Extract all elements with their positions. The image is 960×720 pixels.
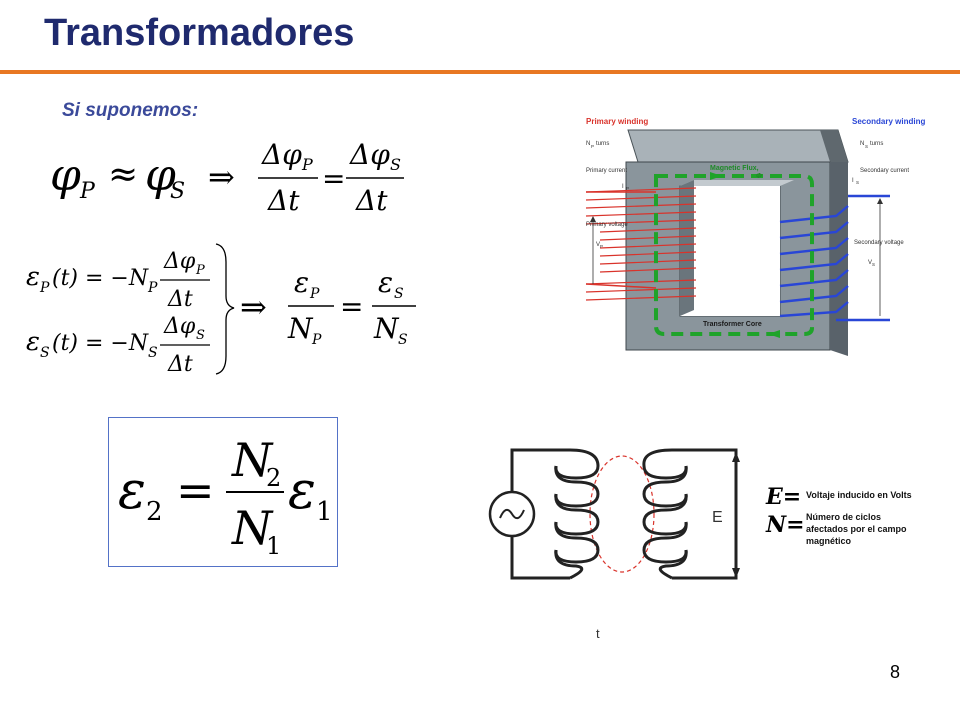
lbl-np-suffix: turns — [596, 141, 609, 147]
page-number: 8 — [889, 662, 900, 682]
eq1-phi-p: φ — [50, 150, 81, 201]
eq2-l1-num-sub: P — [195, 263, 205, 278]
eq2-r-den2: N — [373, 312, 400, 345]
lbl-phi: Φ — [756, 173, 762, 180]
eq1-implies: ⇒ — [208, 158, 235, 196]
slide-title: Transformadores — [44, 12, 355, 54]
lbl-is: I — [852, 178, 854, 184]
eq2-l2-sub: S — [40, 345, 50, 361]
eq2-r-num2: ε — [378, 266, 393, 299]
eq2-l2-num: Δφ — [163, 314, 196, 339]
eq1-sub-p: P — [79, 179, 96, 204]
eq2-implies: ⇒ — [240, 288, 267, 326]
eq2-r-num1-sub: P — [309, 286, 320, 302]
eq2-l2-eps: ε — [26, 327, 40, 357]
lbl-ip-sub: P — [626, 186, 629, 191]
eq1-frac2-den: Δt — [355, 184, 388, 217]
eq2-brace — [215, 243, 235, 375]
coil-schematic: E t E= Voltaje inducido en Volts N= Núme… — [488, 448, 912, 641]
lbl-is-sub: S — [856, 180, 859, 185]
eq2-l2-arg: (t) = −N — [52, 331, 149, 356]
eq2-l1-eps: ε — [26, 262, 40, 292]
magnetic-flux-path — [654, 174, 814, 336]
def-n-text-2: afectados por el campo — [806, 524, 907, 534]
lbl-ns-sub: S — [865, 144, 868, 149]
eq2-l2-nsub: S — [148, 345, 158, 361]
eq1-equals: = — [322, 162, 345, 195]
eq2-l1-sub: P — [39, 280, 50, 296]
lbl-vp-sub: P — [600, 244, 603, 249]
eq3-eps1-sub: 1 — [316, 497, 333, 527]
lbl-ip: I — [622, 184, 624, 190]
result-equation-box — [108, 417, 338, 567]
lbl-ns: N — [860, 141, 864, 147]
eq1-phi-s: φ — [145, 150, 176, 201]
secondary-winding-coils — [779, 194, 890, 322]
lbl-secondary-voltage: Secondary voltage — [854, 240, 904, 246]
svg-text:Δφ: Δφ — [261, 138, 302, 171]
lbl-ns-suffix: turns — [870, 141, 883, 147]
lbl-vp: V — [596, 242, 600, 248]
eq2-r-num1: ε — [294, 266, 309, 299]
lbl-vs: V — [868, 260, 872, 266]
lbl-transformer-core: Transformer Core — [703, 321, 762, 328]
equation-voltage-ratio: ε 2 = N 2 N 1 ε 1 — [118, 433, 333, 560]
equation-flux-equality: φ P ≈ φ S ⇒ Δφ P Δt = Δφ S Δt — [50, 138, 404, 217]
eq2-l1-arg: (t) = −N — [52, 266, 149, 291]
lbl-primary-voltage: Primary voltage — [586, 222, 628, 228]
def-n-text-1: Número de ciclos — [806, 512, 881, 522]
eq2-l2-num-sub: S — [196, 328, 205, 343]
lbl-primary-current: Primary current — [586, 168, 627, 174]
coil-e-label: E — [712, 509, 723, 526]
def-n-symbol: N= — [765, 512, 805, 538]
eq2-l1-den: Δt — [167, 287, 193, 312]
title-underline — [0, 70, 960, 74]
lbl-magnetic-flux: Magnetic Flux, — [710, 165, 759, 172]
primary-winding-coils — [585, 187, 697, 301]
eq2-r-den1-sub: P — [311, 332, 322, 348]
eq3-num: N — [231, 433, 274, 487]
eq1-frac2-num-sub: S — [390, 155, 401, 174]
coil-t-label: t — [596, 626, 600, 641]
eq2-r-num2-sub: S — [394, 286, 404, 302]
transformer-illustration: Primary winding N P turns Primary curren… — [585, 117, 925, 356]
lbl-vs-sub: S — [872, 262, 875, 267]
def-e-symbol: E= — [765, 484, 801, 510]
eq3-den-sub: 1 — [266, 532, 281, 560]
def-n-text-3: magnético — [806, 536, 852, 546]
eq1-sub-s: S — [170, 179, 185, 204]
eq2-l2-den: Δt — [167, 352, 193, 377]
eq3-eps2: ε — [118, 461, 146, 521]
eq1-frac1-num-sub: P — [301, 155, 313, 174]
eq2-r-den1: N — [287, 312, 314, 345]
eq1-frac2-num: Δφ — [349, 138, 390, 171]
lbl-np-sub: P — [591, 144, 594, 149]
eq3-num-sub: 2 — [266, 464, 281, 492]
lbl-primary-winding: Primary winding — [586, 117, 648, 126]
lbl-secondary-current: Secondary current — [860, 168, 909, 174]
eq3-den: N — [231, 501, 274, 555]
eq2-l1-nsub: P — [147, 280, 158, 296]
eq1-approx: ≈ — [108, 154, 138, 195]
eq2-l1-num: Δφ — [163, 249, 196, 274]
eq2-r-equals: = — [340, 290, 363, 323]
lbl-secondary-winding: Secondary winding — [852, 117, 925, 126]
eq2-r-den2-sub: S — [398, 332, 408, 348]
lbl-np: N — [586, 141, 590, 147]
subtitle: Si suponemos: — [62, 100, 199, 121]
def-e-text: Voltaje inducido en Volts — [806, 490, 912, 500]
eq3-eps1: ε — [288, 461, 316, 521]
eq3-equals: = — [176, 463, 215, 517]
eq3-eps2-sub: 2 — [146, 497, 163, 527]
eq1-frac1-den: Δt — [267, 184, 300, 217]
equation-emf-system: ε P (t) = −N P Δφ P Δt ε S (t) = −N S Δφ… — [26, 243, 416, 377]
